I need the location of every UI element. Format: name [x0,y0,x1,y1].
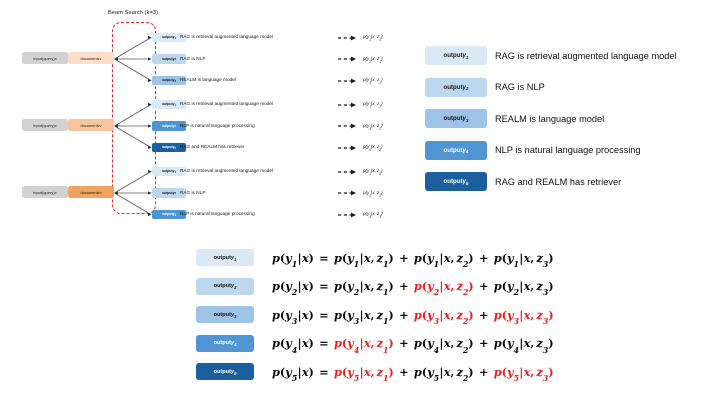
dashed-arrow-icon [338,78,356,83]
branch-sentence: RAG is retrieval augmented language mode… [180,34,274,40]
dashed-arrow-icon [338,102,356,107]
dashed-arrow-icon [338,123,356,129]
branch-probability-label: p(y2|x, z3) [363,189,383,198]
branch-connectors-group-1 [114,35,152,83]
branch-probability-label: p(y1|x, z3) [363,168,383,177]
dashed-arrow-icon [338,35,356,40]
dashed-arrow-icon [338,145,356,150]
legend-text-y2: RAG is NLP [495,82,545,93]
dashed-arrow-icon [338,212,356,217]
input-query-pill-1: input(query) x [22,52,68,64]
branch-sentence: RAG is NLP [180,55,206,61]
legend-text-y1: RAG is retrieval augmented language mode… [495,50,677,61]
branch-sentence: RAG is retrieval augmented language mode… [180,168,274,174]
equation-row-y1: p(y1|x) = p(y1|x, z1) + p(y1|x, z2) + p(… [272,250,554,269]
legend-text-y5: RAG and REALM has retriever [495,176,622,187]
equation-row-y3: p(y3|x) = p(y3|x, z1) + p(y3|x, z2) + p(… [272,307,554,326]
branch-sentence: NLP is natural language processing [180,122,255,128]
branch-probability-label: p(y1|x, z2) [363,101,383,110]
branch-probability-label: p(y3|x, z1) [363,77,383,86]
equation-row-y4: p(y4|x) = p(y4|x, z1) + p(y4|x, z2) + p(… [272,336,554,355]
branch-probability-label: p(y4|x, z3) [363,211,383,220]
branch-probability-label: p(y4|x, z2) [363,122,383,131]
dashed-arrow-icon [338,169,356,174]
branch-sentence: RAG is NLP [180,189,206,195]
legend-text-y4: NLP is natural language processing [495,145,641,156]
branch-connectors-group-3 [114,169,152,217]
legend-text-y3: REALM is language model [495,113,605,124]
branch-sentence: REALM is language model [180,77,236,83]
dashed-arrow-icon [338,190,356,196]
branch-sentence: RAG and REALM has retriever [180,144,245,150]
branch-sentence: RAG is retrieval augmented language mode… [180,101,274,107]
branch-probability-label: p(y1|x, z1) [363,34,383,43]
branch-probability-label: p(y5|x, z2) [363,144,383,153]
input-query-pill-3: input(query) x [22,186,68,198]
branch-connectors-group-2 [114,102,152,150]
input-query-pill-2: input(query) x [22,119,68,131]
equation-row-y2: p(y2|x) = p(y2|x, z1) + p(y2|x, z2) + p(… [272,279,554,298]
equation-row-y5: p(y5|x) = p(y5|x, z1) + p(y5|x, z2) + p(… [272,364,554,384]
branch-sentence: NLP is natural language processing [180,211,255,217]
dashed-arrow-icon [338,56,356,62]
branch-probability-label: p(y2|x, z1) [363,55,383,64]
beam-search-title: Beam Search (k=3) [108,10,159,16]
